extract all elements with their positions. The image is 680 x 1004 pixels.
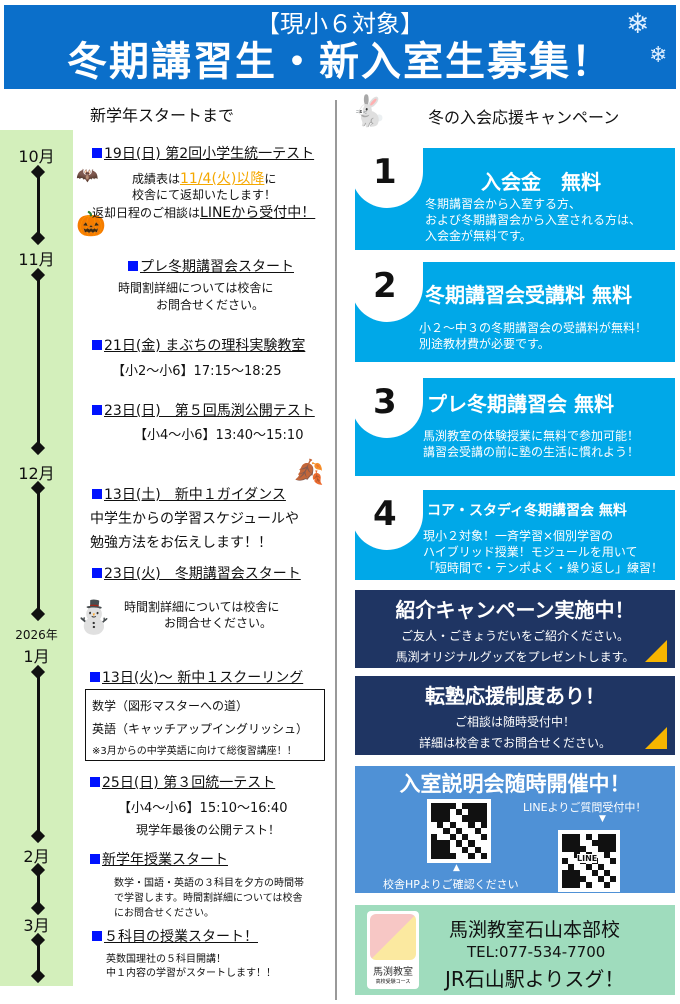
phone-number[interactable]: TEL:077-534-7700 [467, 943, 606, 961]
line-qr-label: LINE [577, 854, 598, 863]
event-title: 19日(日) 第2回小学生統一テスト [92, 143, 314, 163]
event-text: 中学生からの学習スケジュールや [90, 511, 300, 527]
campaign-item-3: 3 プレ冬期講習会 無料 馬渕教室の体験授業に無料で参加可能！講習会受講の前に塾… [351, 376, 675, 476]
snowflake-icon: ❄ [649, 43, 668, 68]
campaign-title: プレ冬期講習会 無料 [427, 392, 614, 416]
line-label: LINEよりご質問受付中！ [523, 801, 647, 814]
transfer-text: ご相談は随時受付中！ [454, 715, 575, 729]
event-text: 【小4〜小6】15:10〜16:40 [118, 801, 288, 816]
event-text: 校舎にて返却いたします！ [132, 188, 277, 202]
arrow-up-icon: ▲ [453, 863, 460, 873]
campaign-body: 小２〜中３の冬期講習会の受講料が無料！別途教材費が必要です。 [419, 321, 648, 351]
campaign-body: 冬期講習会から入室する方、および冬期講習会から入室される方は、入会金が無料です。 [425, 197, 642, 243]
ginkgo-leaf-icon: 🍂 [294, 458, 324, 486]
event-text: 【小4〜小6】13:40〜15:10 [134, 428, 304, 443]
briefing-section: 入室説明会随時開催中！ ▲ 校舎HPよりご確認ください LINEよりご質問受付中… [355, 766, 675, 893]
campaign-heading: 冬の入会応援キャンペーン [428, 108, 620, 127]
campaign-item-1: 1 入会金 無料 冬期講習会から入室する方、および冬期講習会から入室される方は、… [351, 146, 675, 250]
school-hp-qr-code[interactable] [427, 799, 491, 863]
month-label: 3月 [23, 916, 50, 935]
access-info: JR石山駅よりスグ！ [445, 967, 625, 991]
event-text: 数学（図形マスターへの道） [92, 699, 249, 713]
hp-label: 校舎HPよりご確認ください [383, 878, 519, 891]
footer-contact: 馬渕教室 高校受験コース 馬渕教室石山本部校 TEL:077-534-7700 … [355, 905, 675, 995]
corner-triangle-icon [645, 640, 667, 662]
logo-subtext: 高校受験コース [375, 979, 411, 985]
referral-text: ご友人・ごきょうだいをご紹介ください。 [400, 629, 629, 643]
school-name: 馬渕教室石山本部校 [449, 919, 621, 941]
event-text: 時間割詳細については校舎に [124, 600, 280, 614]
pumpkin-icon: 🎃 [76, 210, 106, 238]
event-text: 【小2〜小6】17:15〜18:25 [112, 364, 282, 379]
event-text: で学習します。時間割詳細については校舎 [114, 893, 303, 904]
campaign-title: コア・スタディ冬期講習会 無料 [427, 503, 627, 519]
event-title: 13日(火)〜 新中１スクーリング [90, 667, 303, 687]
header-banner: 【現小６対象】 冬期講習生・新入室生募集！ ❄ ❄ [4, 5, 676, 89]
school-logo: 馬渕教室 高校受験コース [367, 911, 419, 989]
arrow-down-icon: ▼ [599, 814, 606, 824]
campaign-number: 2 [373, 266, 397, 306]
month-label: 2月 [23, 847, 50, 866]
campaign-item-2: 2 冬期講習会受講料 無料 小２〜中３の冬期講習会の受講料が無料！別途教材費が必… [351, 260, 675, 362]
month-label: 1月 [23, 647, 50, 666]
referral-title: 紹介キャンペーン実施中！ [395, 598, 635, 622]
timeline-line [37, 940, 40, 976]
month-label: 12月 [18, 464, 55, 483]
event-text: お問合せください。 [164, 616, 273, 630]
event-text: 現学年最後の公開テスト！ [136, 823, 281, 837]
event-text: 英語（キャッチアップイングリッシュ） [92, 722, 309, 736]
event-title: プレ冬期講習会スタート [128, 256, 294, 276]
event-text: 勉強方法をお伝えします！！ [90, 535, 272, 551]
event-title: 21日(金) まぶちの理科実験教室 [92, 335, 305, 355]
transfer-title: 転塾応援制度あり！ [425, 684, 605, 708]
campaign-title: 冬期講習会受講料 無料 [425, 283, 632, 307]
campaign-body: 現小２対象！一斉学習×個別学習のハイブリッド授業！モジュールを用いて「短時間で・… [423, 529, 664, 575]
logo-text: 馬渕教室 [373, 967, 413, 978]
event-text: 時間割詳細については校舎に [118, 281, 274, 295]
campaign-number: 4 [373, 494, 397, 534]
month-label: 11月 [18, 250, 55, 269]
campaign-number: 1 [373, 152, 397, 192]
event-title: ５科目の授業スタート！ [92, 926, 258, 946]
event-title: 13日(土) 新中１ガイダンス [92, 484, 286, 504]
transfer-text: 詳細は校舎までお問合せください。 [418, 736, 611, 750]
campaign-number: 3 [373, 382, 397, 422]
course-box: 数学（図形マスターへの道） 英語（キャッチアップイングリッシュ） ※3月からの中… [85, 689, 325, 761]
month-label: 10月 [18, 147, 55, 166]
snowflake-icon: ❄ [626, 7, 650, 40]
event-title: 23日(日) 第５回馬渕公開テスト [92, 400, 315, 420]
year-label: 2026年 [15, 628, 58, 642]
timeline-line [37, 275, 40, 448]
event-text: にお問合せください。 [114, 908, 214, 919]
campaign-title: 入会金 無料 [481, 170, 601, 194]
event-text: 数学・国語・英語の３科目を夕方の時間帯 [114, 878, 304, 889]
timeline-line [37, 172, 40, 238]
header-title: 冬期講習生・新入室生募集！ [67, 39, 613, 85]
briefing-title: 入室説明会随時開催中！ [399, 772, 631, 796]
timeline-line [37, 870, 40, 908]
campaign-item-4: 4 コア・スタディ冬期講習会 無料 現小２対象！一斉学習×個別学習のハイブリッド… [351, 488, 675, 580]
timeline-line [37, 672, 40, 836]
timeline-line [37, 488, 40, 614]
corner-triangle-icon [645, 727, 667, 749]
event-title: 23日(火) 冬期講習会スタート [92, 563, 301, 583]
event-title: 25日(日) 第３回統一テスト [90, 772, 275, 792]
event-text: 返却日程のご相談はLINEから受付中！ [92, 205, 316, 221]
event-title: 新学年授業スタート [90, 849, 228, 869]
event-text: 英数国理社の５科目開講！ [106, 954, 226, 965]
referral-text: 馬渕オリジナルグッズをプレゼントします。 [395, 650, 635, 664]
bat-icon: 🦇 [76, 165, 99, 186]
event-text: 成績表は11/4(火)以降に [132, 171, 277, 187]
event-text: ※3月からの中学英語に向けて総復習講座！！ [92, 746, 297, 757]
event-text: お問合せください。 [156, 298, 265, 312]
event-text: 中１内容の学習がスタートします！！ [106, 968, 276, 979]
campaign-body: 馬渕教室の体験授業に無料で参加可能！講習会受講の前に塾の生活に慣れよう！ [423, 429, 640, 459]
column-divider [335, 100, 337, 1000]
referral-campaign: 紹介キャンペーン実施中！ ご友人・ごきょうだいをご紹介ください。 馬渕オリジナル… [355, 590, 675, 668]
rabbit-icon: 🐇 [350, 94, 388, 129]
header-subtitle: 【現小６対象】 [256, 10, 424, 38]
timeline-heading: 新学年スタートまで [90, 106, 235, 125]
snowman-icon: ⛄ [74, 598, 114, 636]
transfer-support: 転塾応援制度あり！ ご相談は随時受付中！ 詳細は校舎までお問合せください。 [355, 676, 675, 755]
